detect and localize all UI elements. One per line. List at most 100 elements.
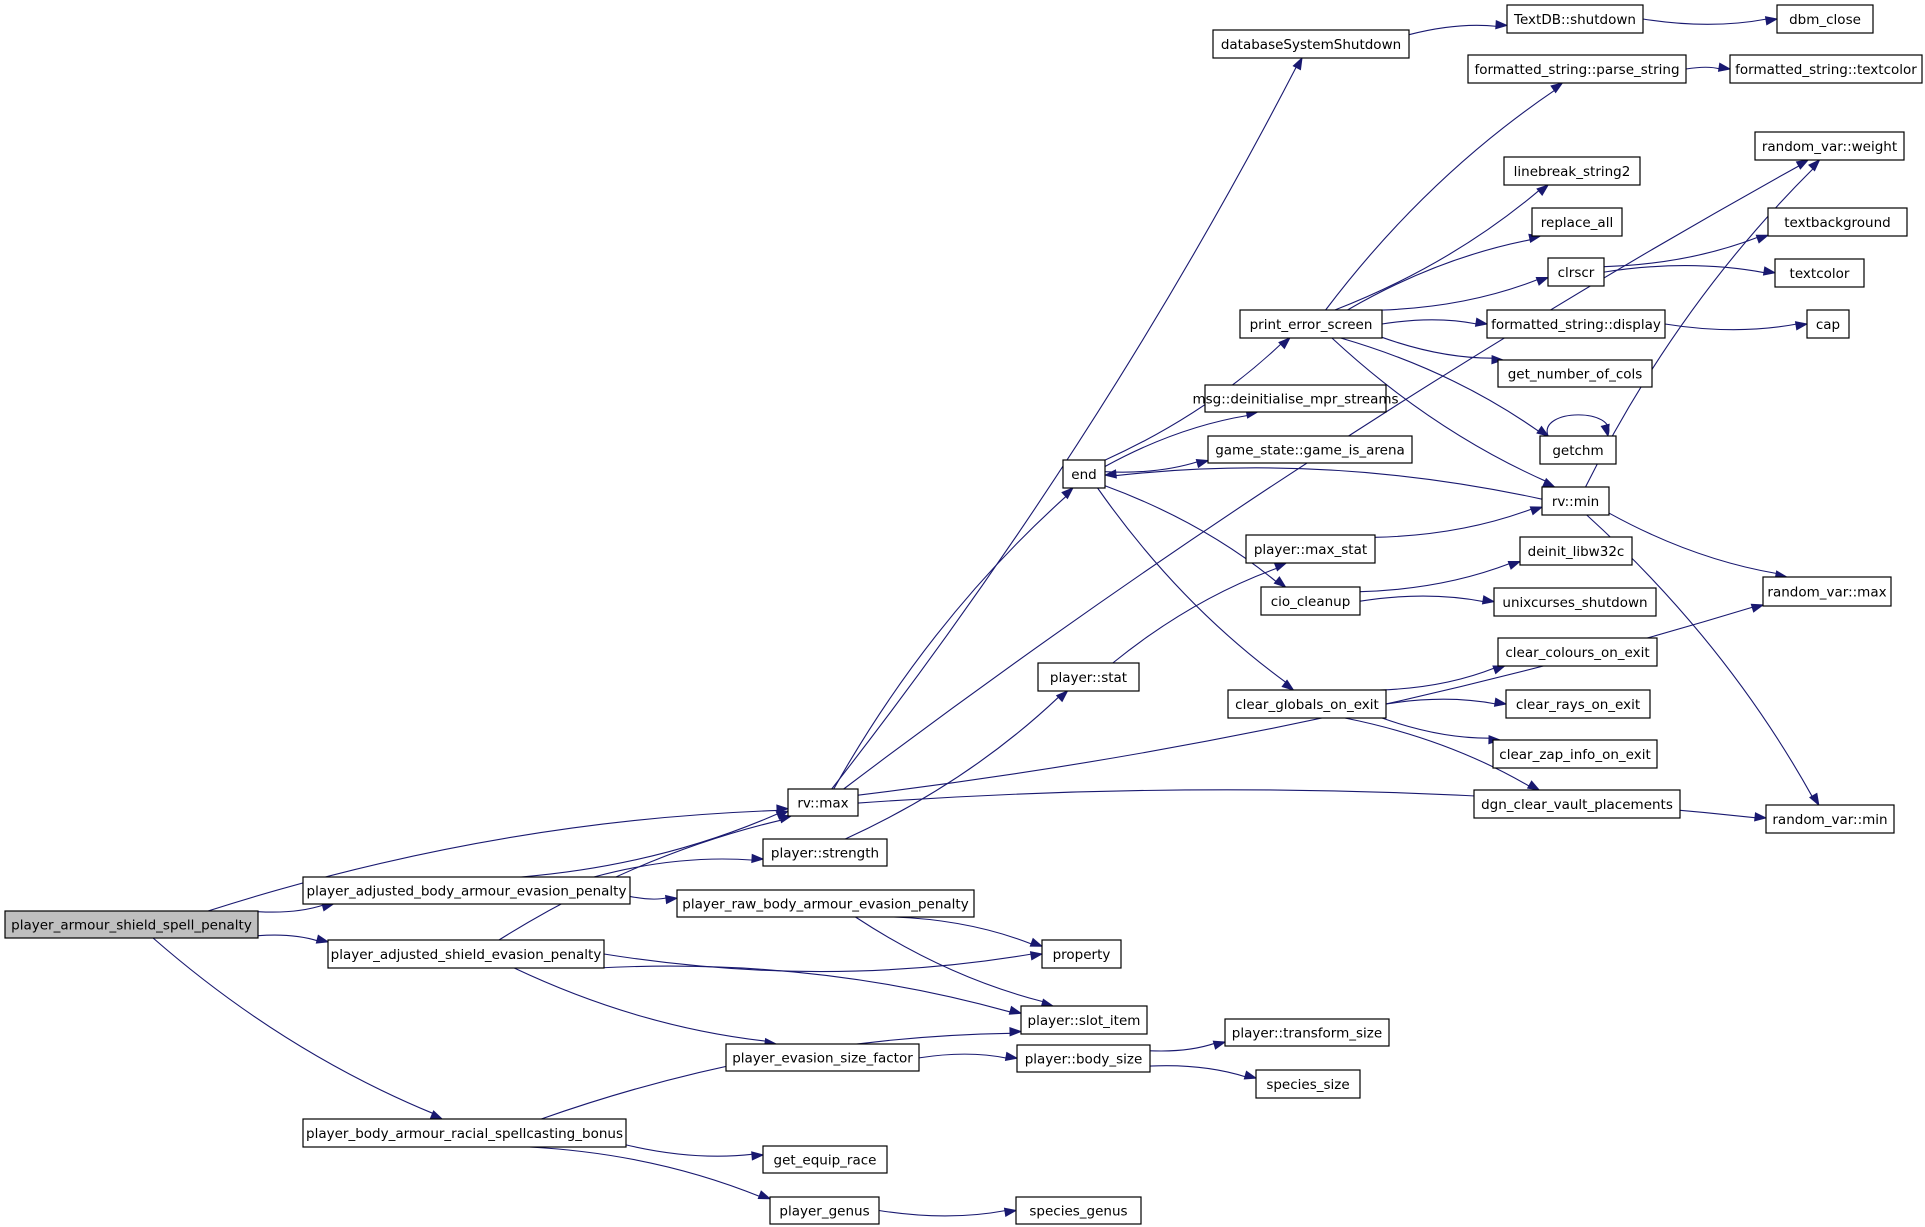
edge-line [1331,337,1547,482]
node-player-adjusted-body-armour-evasion-penalty[interactable]: player_adjusted_body_armour_evasion_pena… [302,876,631,905]
node-unixcurses-shutdown[interactable]: unixcurses_shutdown [1493,587,1657,617]
node-label: player::transform_size [1232,1026,1382,1042]
node-box [1041,939,1122,969]
node-player-max-stat[interactable]: player::max_stat [1245,534,1376,564]
edge-line [498,819,783,941]
node-getchm[interactable]: getchm [1539,435,1617,465]
edge-player-stat-to-player-max-stat [1112,562,1288,664]
edge-line [1381,278,1539,311]
node-get-number-of-cols[interactable]: get_number_of_cols [1497,359,1653,388]
edge-player-body-armour-racial-spellcasting-bonus-to-player-slot-item [541,1027,1023,1120]
edge-line [855,916,1044,1003]
edge-arrow [1281,679,1295,691]
node-player-evasion-size-factor[interactable]: player_evasion_size_factor [725,1043,920,1072]
edge-arrow [1003,1207,1018,1217]
node-textdb-shutdown[interactable]: TextDB::shutdown [1506,4,1644,34]
node-dbm-close[interactable]: dbm_close [1776,4,1874,34]
node-textbackground[interactable]: textbackground [1767,207,1908,237]
edge-arrow [315,934,330,944]
node-clear-colours-on-exit[interactable]: clear_colours_on_exit [1497,637,1658,667]
node-databasesystemshutdown[interactable]: databaseSystemShutdown [1212,29,1410,59]
node-box [1806,309,1850,339]
edge-line [207,809,779,912]
node-player-strength[interactable]: player::strength [762,838,888,867]
node-box [1037,662,1140,692]
node-player-adjusted-shield-evasion-penalty[interactable]: player_adjusted_shield_evasion_penalty [327,939,605,969]
node-formatted-string-textcolor[interactable]: formatted_string::textcolor [1729,54,1923,84]
edge-line [1104,414,1249,467]
node-player-body-armour-racial-spellcasting-bonus[interactable]: player_body_armour_racial_spellcasting_b… [302,1118,627,1148]
node-player-stat[interactable]: player::stat [1037,662,1140,692]
node-cio-cleanup[interactable]: cio_cleanup [1260,586,1361,616]
node-random-var-min[interactable]: random_var::min [1765,804,1895,834]
node-label: dgn_clear_vault_placements [1481,797,1673,813]
edge-line [257,904,324,913]
node-clrscr[interactable]: clrscr [1547,257,1605,287]
node-rv-min[interactable]: rv::min [1541,486,1610,516]
edge-databasesystemshutdown-to-textdb-shutdown [1408,19,1509,36]
node-textcolor[interactable]: textcolor [1774,258,1865,288]
edge-arrow [1764,16,1779,26]
edge-line [257,934,319,942]
edge-line [1381,717,1491,739]
node-formatted-string-display[interactable]: formatted_string::display [1486,309,1666,339]
node-box [1762,576,1892,607]
node-box [1774,258,1865,288]
node-player-raw-body-armour-evasion-penalty[interactable]: player_raw_body_armour_evasion_penalty [676,889,975,918]
node-formatted-string-parse-string[interactable]: formatted_string::parse_string [1467,54,1687,84]
node-box [1506,4,1644,34]
node-property[interactable]: property [1041,939,1122,969]
edge-print-error-screen-to-linebreak-string2 [1334,184,1550,311]
node-clear-rays-on-exit[interactable]: clear_rays_on_exit [1505,689,1651,719]
node-rv-max[interactable]: rv::max [787,788,859,817]
edge-player-raw-body-armour-evasion-penalty-to-property [893,916,1044,947]
node-get-equip-race[interactable]: get_equip_race [762,1145,888,1174]
edge-line [1104,485,1278,583]
node-end[interactable]: end [1062,459,1106,489]
edge-player-raw-body-armour-evasion-penalty-to-player-slot-item [855,916,1055,1008]
edge-arrow [1474,317,1489,327]
node-clear-globals-on-exit[interactable]: clear_globals_on_exit [1227,689,1387,719]
node-box [1547,257,1605,287]
node-species-size[interactable]: species_size [1255,1069,1361,1099]
edge-line [529,1146,761,1198]
node-clear-zap-info-on-exit[interactable]: clear_zap_info_on_exit [1492,739,1658,769]
edge-cio-cleanup-to-unixcurses-shutdown [1359,595,1496,605]
node-dgn-clear-vault-placements[interactable]: dgn_clear_vault_placements [1473,789,1681,819]
edge-player-adjusted-shield-evasion-penalty-to-player-evasion-size-factor [513,967,778,1048]
edge-line [625,1144,754,1157]
node-print-error-screen[interactable]: print_error_screen [1239,309,1383,339]
node-random-var-weight[interactable]: random_var::weight [1754,131,1905,161]
node-game-state-game-is-arena[interactable]: game_state::game_is_arena [1207,435,1413,464]
node-species-genus[interactable]: species_genus [1015,1196,1142,1225]
node-label: player::stat [1050,670,1127,686]
node-box [1531,207,1623,237]
node-player-body-size[interactable]: player::body_size [1016,1044,1151,1073]
edge-player-adjusted-body-armour-evasion-penalty-to-player-strength [593,853,765,878]
edge-player-strength-to-player-stat [845,690,1069,840]
node-label: deinit_libw32c [1528,544,1625,560]
node-box [676,889,975,918]
node-replace-all[interactable]: replace_all [1531,207,1623,237]
edge-end-to-clear-globals-on-exit [1097,487,1295,691]
node-random-var-max[interactable]: random_var::max [1762,576,1892,607]
node-label: print_error_screen [1250,317,1373,333]
edge-end-to-cio-cleanup [1104,485,1287,588]
edge-line [1325,89,1556,311]
node-msg-deinitialise-mpr-streams[interactable]: msg::deinitialise_mpr_streams [1192,384,1399,413]
node-player-slot-item[interactable]: player::slot_item [1020,1005,1148,1035]
node-linebreak-string2[interactable]: linebreak_string2 [1503,156,1641,186]
edge-arrow [1008,1005,1023,1015]
node-box [1497,359,1653,388]
node-cap[interactable]: cap [1806,309,1850,339]
node-player-armour-shield-spell-penalty[interactable]: player_armour_shield_spell_penalty [4,910,259,939]
node-label: cio_cleanup [1271,594,1351,610]
node-deinit-libw32c[interactable]: deinit_libw32c [1519,536,1633,566]
node-player-genus[interactable]: player_genus [769,1196,880,1225]
edge-arrow [1061,487,1074,500]
node-label: species_size [1266,1077,1349,1093]
node-player-transform-size[interactable]: player::transform_size [1224,1018,1390,1047]
edge-player-genus-to-species-genus [878,1207,1018,1217]
edge-line [1603,236,1759,268]
node-label: clear_zap_info_on_exit [1499,747,1650,763]
